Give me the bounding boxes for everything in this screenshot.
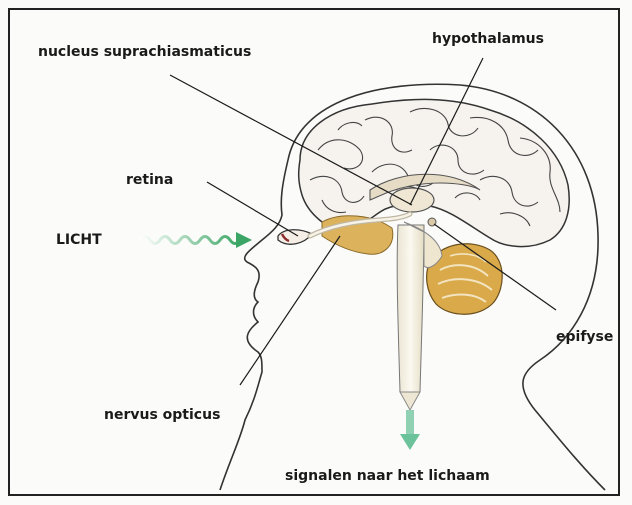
leader-retina [207, 182, 298, 236]
spinal-cord [397, 225, 424, 392]
label-licht: LICHT [56, 232, 102, 248]
label-hypothalamus: hypothalamus [432, 31, 544, 47]
light-arrowhead [236, 232, 252, 248]
label-nucleus-suprachiasmaticus: nucleus suprachiasmaticus [38, 44, 251, 60]
neck-back [526, 360, 540, 420]
light-wave [140, 237, 240, 244]
signal-arrowhead [400, 434, 420, 450]
label-epifyse: epifyse [556, 329, 613, 345]
leader-nervus [240, 236, 340, 385]
signal-arrow-shaft [406, 410, 414, 436]
label-retina: retina [126, 172, 173, 188]
label-nervus-opticus: nervus opticus [104, 407, 220, 423]
label-signalen: signalen naar het lichaam [285, 468, 490, 484]
spinal-cord-tip [400, 392, 420, 410]
